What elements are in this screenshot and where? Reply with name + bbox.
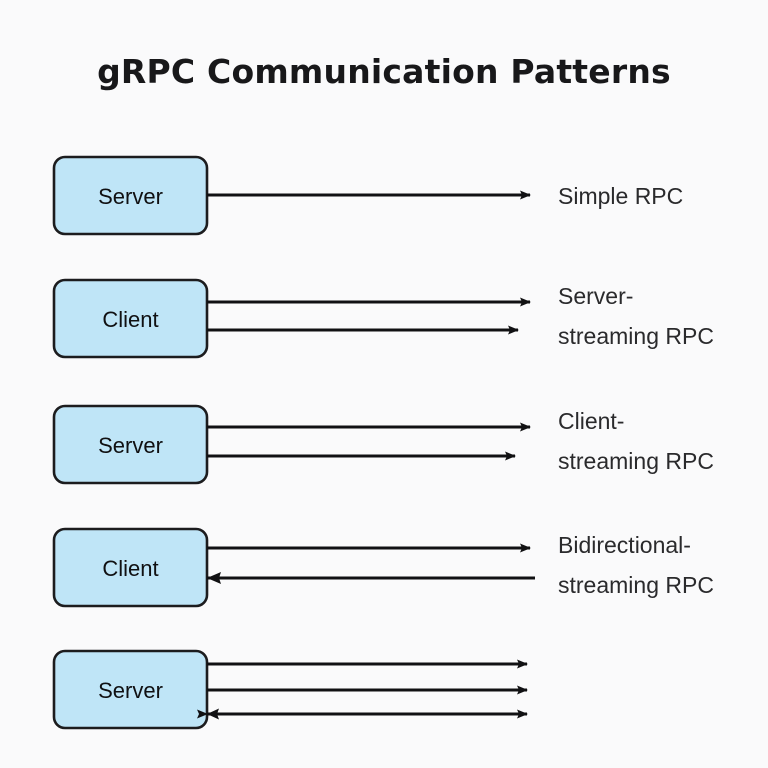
arrows-layer: [197, 190, 535, 720]
node-box-server-streaming-rpc[interactable]: [52, 278, 209, 359]
node-box-bidirectional-streaming-rpc[interactable]: [52, 527, 209, 608]
page-title: gRPC Communication Patterns: [97, 52, 671, 91]
node-boxes-layer: [52, 155, 209, 730]
pattern-label-server-streaming-rpc: Server- streaming RPC: [558, 283, 714, 349]
arrowhead-left-bidirectional-streaming-rpc-2: [207, 572, 221, 584]
node-box-simple-rpc[interactable]: [52, 155, 209, 236]
arrowhead-left-combined-streaming-3: [207, 708, 219, 720]
node-box-client-streaming-rpc[interactable]: [52, 404, 209, 485]
node-box-combined-streaming[interactable]: [52, 649, 209, 730]
pattern-label-client-streaming-rpc: Client- streaming RPC: [558, 408, 714, 474]
pattern-label-bidirectional-streaming-rpc: Bidirectional- streaming RPC: [558, 532, 714, 598]
pattern-label-simple-rpc: Simple RPC: [558, 183, 684, 209]
